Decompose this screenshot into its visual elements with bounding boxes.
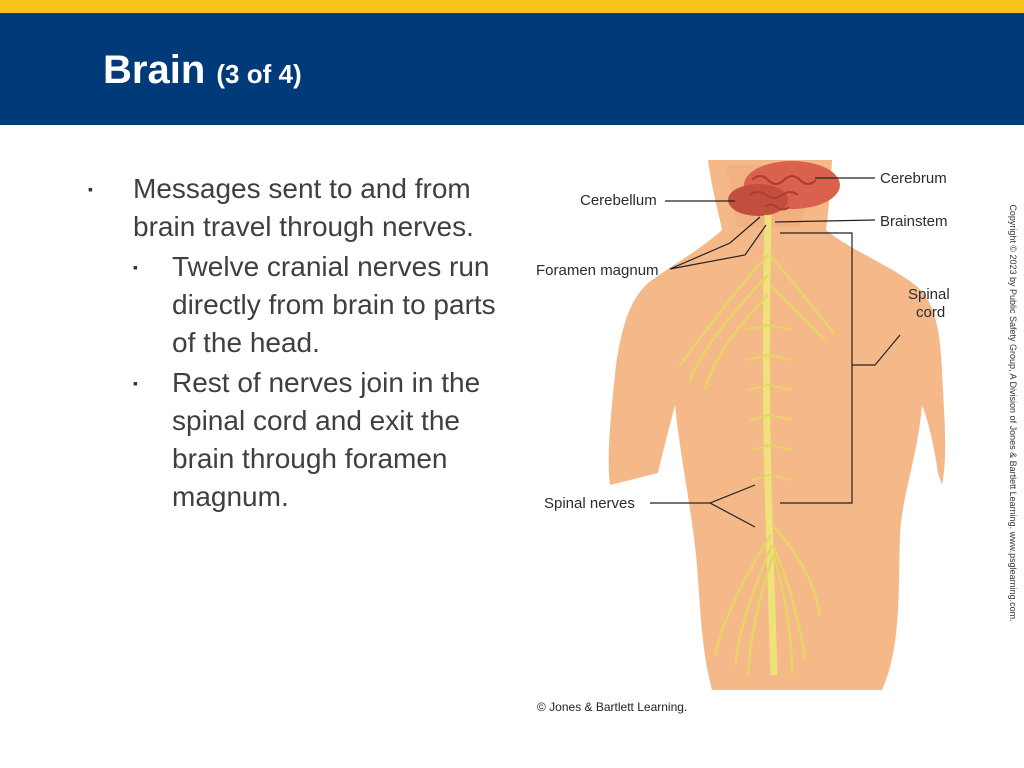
sub-bullet-text: Rest of nerves join in the spinal cord a…: [172, 367, 481, 512]
spinal-cord-shape: [763, 214, 778, 676]
image-credit: © Jones & Bartlett Learning.: [537, 700, 688, 714]
label-cerebellum: Cerebellum: [580, 192, 657, 209]
spinal-nerves-mid: [744, 324, 793, 481]
sub-bullet-text: Twelve cranial nerves run directly from …: [172, 251, 496, 358]
title-bar: [0, 13, 1024, 125]
side-copyright: Copyright © 2023 by Public Safety Group,…: [1008, 204, 1018, 622]
label-cerebrum: Cerebrum: [880, 170, 947, 187]
bullet-item: ▪ Messages sent to and from brain travel…: [88, 170, 508, 246]
bullet-marker-icon: ▪: [133, 259, 138, 275]
cerebellum-shape: [728, 184, 788, 216]
bullet-marker-icon: ▪: [133, 375, 138, 391]
label-spinal-cord-line2: cord: [916, 304, 945, 321]
anatomy-figure: Cerebrum Cerebellum Brainstem Foramen ma…: [536, 160, 950, 690]
label-foramen-magnum: Foramen magnum: [536, 262, 659, 279]
label-spinal-nerves: Spinal nerves: [544, 495, 635, 512]
slide-title: Brain (3 of 4): [103, 46, 302, 98]
top-accent-stripe: [0, 0, 1024, 13]
back-torso-shape: [608, 160, 946, 690]
spinal-cord-illustration: Cerebrum Cerebellum Brainstem Foramen ma…: [530, 155, 970, 700]
label-brainstem: Brainstem: [880, 213, 948, 230]
label-leader-lines: [650, 177, 901, 528]
label-spinal-cord-line1: Spinal: [908, 286, 950, 303]
sub-bullet-item: ▪ Twelve cranial nerves run directly fro…: [133, 248, 508, 362]
bullet-list: ▪ Messages sent to and from brain travel…: [88, 170, 508, 516]
bullet-text: Messages sent to and from brain travel t…: [133, 173, 474, 242]
spinal-nerves-lower: [713, 524, 822, 676]
bullet-marker-icon: ▪: [88, 181, 93, 197]
sub-bullet-item: ▪ Rest of nerves join in the spinal cord…: [133, 364, 508, 516]
slide-title-suffix: (3 of 4): [216, 59, 302, 89]
slide-title-text: Brain: [103, 48, 206, 92]
brain-folds: [749, 175, 817, 211]
spinal-nerves-upper: [679, 254, 836, 391]
